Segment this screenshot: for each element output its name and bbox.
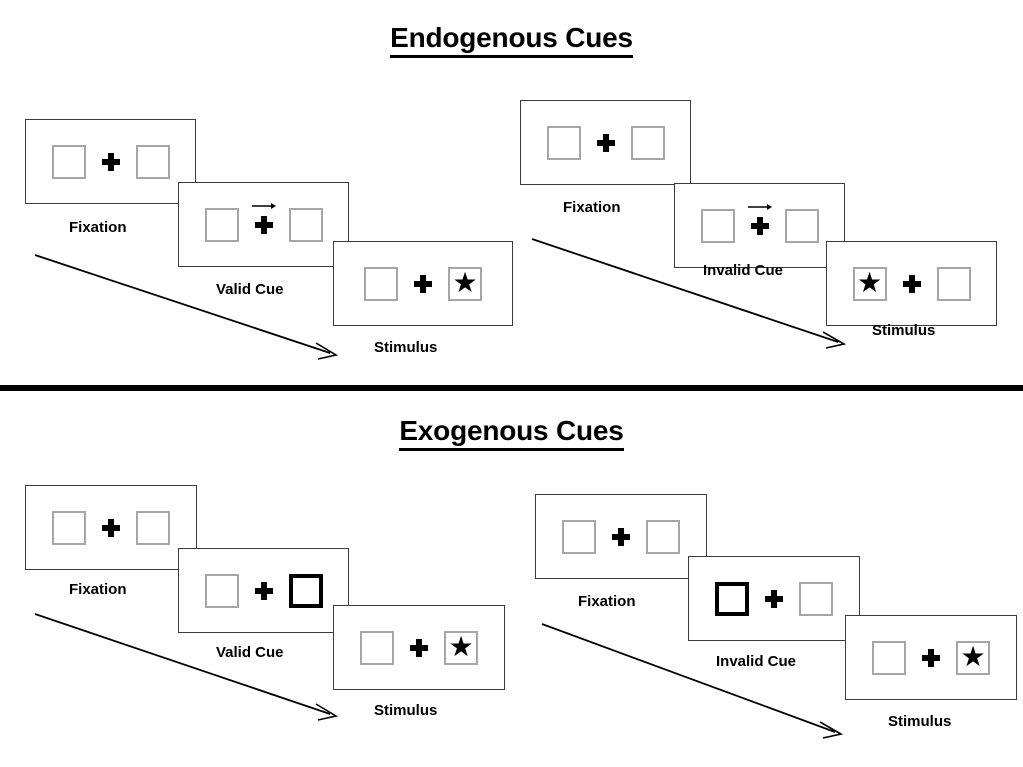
stimulus-box-left bbox=[360, 630, 394, 665]
trial-frame-exo-valid-fixation bbox=[25, 485, 197, 570]
fixation-cross-icon bbox=[750, 216, 769, 235]
stimulus-box-left bbox=[872, 640, 906, 675]
trial-frame-exo-valid-cue bbox=[178, 548, 349, 633]
trial-frame-exo-invalid-fixation bbox=[535, 494, 707, 579]
trial-frame-exo-invalid-stimulus: ★ bbox=[845, 615, 1017, 700]
fixation-cross-wrap bbox=[596, 133, 615, 152]
fixation-cross-wrap bbox=[414, 274, 432, 293]
stimulus-box-left-cued bbox=[715, 581, 749, 616]
trial-frame-exo-invalid-cue bbox=[688, 556, 860, 641]
stimulus-box-right bbox=[646, 519, 680, 554]
trial-frame-endo-invalid-cue bbox=[674, 183, 845, 268]
stimulus-box-right-with-star: ★ bbox=[956, 640, 990, 675]
stimulus-box-right-with-star: ★ bbox=[444, 630, 478, 665]
trial-frame-exo-valid-stimulus: ★ bbox=[333, 605, 505, 690]
section-title-endogenous-text: Endogenous Cues bbox=[390, 22, 633, 58]
stimulus-box-right bbox=[135, 144, 170, 179]
fixation-cross-icon bbox=[254, 581, 273, 600]
trial-frame-endo-invalid-fixation bbox=[520, 100, 691, 185]
fixation-cross-wrap bbox=[922, 648, 940, 667]
stimulus-box-left-with-star: ★ bbox=[852, 266, 887, 301]
trial-frame-endo-valid-fixation bbox=[25, 119, 196, 204]
stimulus-box-right-with-star: ★ bbox=[448, 266, 482, 301]
caption-endo-valid-cue: Valid Cue bbox=[216, 281, 284, 298]
fixation-cross-wrap bbox=[254, 581, 273, 600]
caption-endo-invalid-stimulus: Stimulus bbox=[872, 322, 936, 339]
caption-exo-valid-stimulus: Stimulus bbox=[374, 702, 438, 719]
fixation-cross-icon bbox=[596, 133, 615, 152]
stimulus-box-left bbox=[51, 144, 86, 179]
fixation-cross-wrap bbox=[902, 274, 921, 293]
stimulus-box-left bbox=[204, 207, 239, 242]
section-title-endogenous: Endogenous Cues bbox=[0, 22, 1023, 58]
fixation-cross-icon bbox=[101, 152, 120, 171]
fixation-cross-wrap bbox=[251, 202, 276, 234]
star-icon: ★ bbox=[448, 630, 474, 662]
fixation-cross-icon bbox=[410, 638, 428, 657]
caption-exo-valid-cue: Valid Cue bbox=[216, 644, 284, 661]
arrow-right-cue-icon bbox=[747, 203, 772, 210]
stimulus-box-left bbox=[700, 208, 735, 243]
stimulus-box-right bbox=[799, 581, 833, 616]
caption-exo-invalid-cue: Invalid Cue bbox=[716, 653, 797, 670]
fixation-cross-wrap bbox=[747, 203, 772, 235]
stimulus-box-right bbox=[288, 207, 323, 242]
stimulus-box-right-cued bbox=[288, 573, 323, 608]
trial-frame-endo-valid-cue bbox=[178, 182, 349, 267]
fixation-cross-wrap bbox=[612, 527, 630, 546]
caption-exo-invalid-fixation: Fixation bbox=[578, 593, 636, 610]
star-icon: ★ bbox=[856, 266, 883, 298]
fixation-cross-wrap bbox=[765, 589, 783, 608]
fixation-cross-icon bbox=[612, 527, 630, 546]
fixation-cross-wrap bbox=[102, 518, 120, 537]
stimulus-box-right bbox=[936, 266, 971, 301]
fixation-cross-icon bbox=[102, 518, 120, 537]
fixation-cross-wrap bbox=[410, 638, 428, 657]
trial-frame-endo-valid-stimulus: ★ bbox=[333, 241, 513, 326]
caption-endo-invalid-cue: Invalid Cue bbox=[703, 262, 784, 279]
fixation-cross-icon bbox=[414, 274, 432, 293]
arrow-right-cue-icon bbox=[251, 202, 276, 209]
fixation-cross-icon bbox=[922, 648, 940, 667]
caption-exo-invalid-stimulus: Stimulus bbox=[888, 713, 952, 730]
caption-endo-invalid-fixation: Fixation bbox=[563, 199, 621, 216]
stimulus-box-right bbox=[784, 208, 819, 243]
stimulus-box-right bbox=[136, 510, 170, 545]
caption-endo-valid-stimulus: Stimulus bbox=[374, 339, 438, 356]
fixation-cross-icon bbox=[902, 274, 921, 293]
stimulus-box-left bbox=[546, 125, 581, 160]
section-title-exogenous: Exogenous Cues bbox=[0, 415, 1023, 451]
stimulus-box-right bbox=[630, 125, 665, 160]
star-icon: ★ bbox=[960, 640, 986, 672]
caption-exo-valid-fixation: Fixation bbox=[69, 581, 127, 598]
stimulus-box-left bbox=[364, 266, 398, 301]
fixation-cross-icon bbox=[254, 215, 273, 234]
stimulus-box-left bbox=[52, 510, 86, 545]
caption-endo-valid-fixation: Fixation bbox=[69, 219, 127, 236]
section-title-exogenous-text: Exogenous Cues bbox=[399, 415, 624, 451]
stimulus-box-left bbox=[204, 573, 239, 608]
star-icon: ★ bbox=[452, 266, 478, 298]
stimulus-box-left bbox=[562, 519, 596, 554]
fixation-cross-wrap bbox=[101, 152, 120, 171]
trial-frame-endo-invalid-stimulus: ★ bbox=[826, 241, 997, 326]
fixation-cross-icon bbox=[765, 589, 783, 608]
section-divider bbox=[0, 385, 1023, 391]
